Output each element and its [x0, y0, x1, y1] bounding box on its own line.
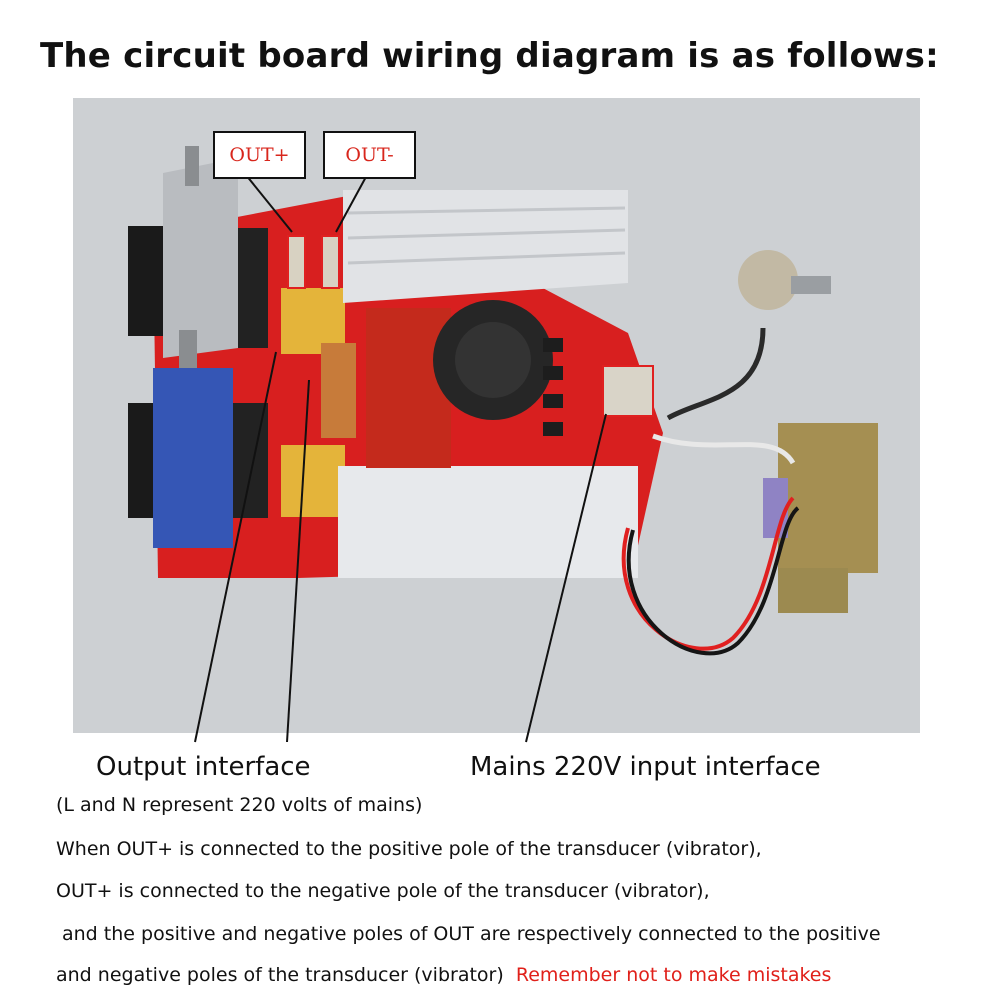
aluminium-bracket [163, 158, 238, 358]
potentiometer [738, 250, 798, 310]
mains-interface-caption: Mains 220V input interface [470, 752, 821, 782]
out-minus-terminal [321, 235, 340, 289]
output-interface-caption: Output interface [96, 752, 311, 782]
heatsink-top [343, 190, 628, 303]
capacitor [281, 288, 313, 354]
small-transformer [778, 423, 878, 573]
circuit-board-photo [73, 98, 920, 733]
mains-input-terminal [602, 365, 654, 417]
note-line: When OUT+ is connected to the positive p… [56, 838, 762, 860]
note-line-last: and negative poles of the transducer (vi… [56, 964, 831, 986]
out-minus-callout: OUT- [323, 131, 416, 179]
note-line: and the positive and negative poles of O… [62, 923, 881, 945]
out-plus-callout: OUT+ [213, 131, 306, 179]
blue-transformer [153, 368, 233, 548]
copper-inductor [321, 343, 356, 438]
note-line-text: and negative poles of the transducer (vi… [56, 964, 504, 986]
page-title: The circuit board wiring diagram is as f… [40, 36, 939, 76]
out-plus-terminal [287, 235, 306, 289]
note-line: (L and N represent 220 volts of mains) [56, 794, 423, 816]
warning-text: Remember not to make mistakes [515, 964, 832, 986]
heatsink-bottom [338, 466, 638, 578]
note-line: OUT+ is connected to the negative pole o… [56, 880, 710, 902]
